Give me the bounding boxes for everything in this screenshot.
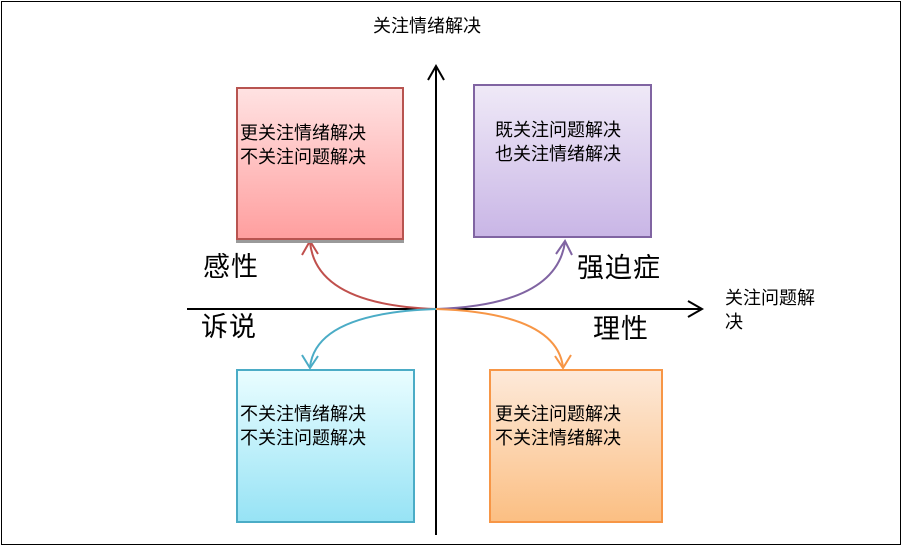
label-ganxing: 感性 <box>203 252 259 283</box>
quadrant-box-bottom-left: 不关注情绪解决 不关注问题解决 <box>236 369 415 523</box>
y-axis-label: 关注情绪解决 <box>373 16 481 37</box>
quadrant-top-right-line1: 既关注问题解决 <box>495 120 621 141</box>
x-axis-arrowhead <box>687 300 705 318</box>
quadrant-top-right-line2: 也关注情绪解决 <box>495 144 621 165</box>
arrow-to-top-left-head <box>301 239 319 256</box>
arrow-to-bottom-right-head <box>554 354 572 370</box>
quadrant-bottom-left-line1: 不关注情绪解决 <box>240 404 366 425</box>
arrow-to-top-right-head <box>555 239 573 256</box>
quadrant-box-top-left: 更关注情绪解决 不关注问题解决 <box>236 87 404 240</box>
y-axis-arrowhead <box>427 63 445 81</box>
quadrant-bottom-right-line2: 不关注情绪解决 <box>495 428 621 449</box>
quadrant-bottom-right-line1: 更关注问题解决 <box>495 404 621 425</box>
arrow-to-top-right <box>435 241 566 310</box>
quadrant-box-top-right: 既关注问题解决 也关注情绪解决 <box>473 84 652 238</box>
x-axis-label: 关注问题解 决 <box>725 287 865 335</box>
quadrant-top-left-line1: 更关注情绪解决 <box>240 123 366 144</box>
arrow-to-bottom-right <box>435 308 564 368</box>
x-axis-label-line1: 关注问题解 <box>725 288 815 309</box>
arrow-to-bottom-left <box>309 308 437 368</box>
quadrant-top-left-line2: 不关注问题解决 <box>240 147 366 168</box>
x-axis-label-line2: 决 <box>725 312 743 333</box>
arrow-to-bottom-left-head <box>301 354 319 370</box>
label-lixing: 理性 <box>593 314 649 345</box>
label-sushuo: 诉说 <box>201 312 257 343</box>
quadrant-bottom-left-line2: 不关注问题解决 <box>240 428 366 449</box>
arrow-to-top-left <box>309 241 437 310</box>
label-qiangpozheng: 强迫症 <box>577 253 661 284</box>
quadrant-box-bottom-right: 更关注问题解决 不关注情绪解决 <box>489 369 663 523</box>
